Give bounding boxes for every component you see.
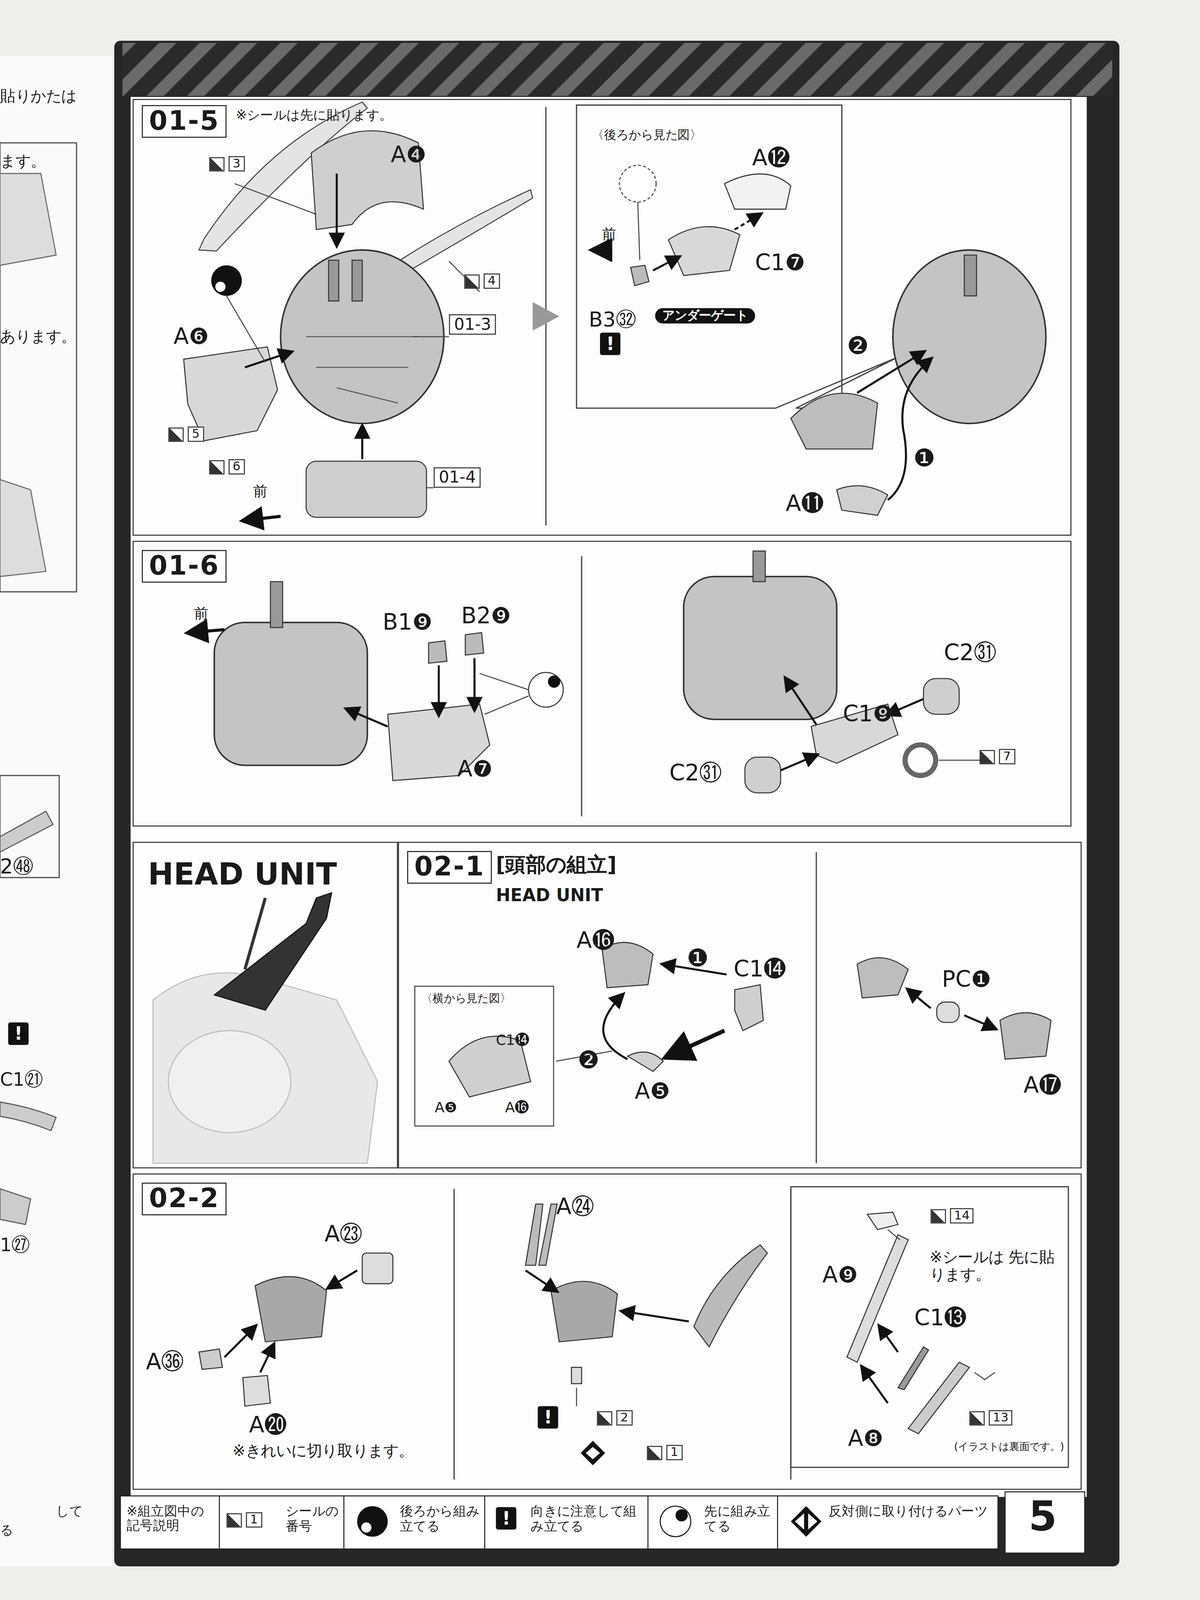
node-heading: 〈後ろから見た図〉 xyxy=(591,128,702,143)
part-label: C1⓮ xyxy=(733,957,787,982)
part-label: PC❶ xyxy=(941,967,991,993)
node-text: ※シールは先に貼ります。 xyxy=(235,108,393,124)
sticker-number: 5 xyxy=(187,426,204,443)
node-heading: HEAD UNIT xyxy=(148,857,337,893)
part-label: あります。 xyxy=(0,328,77,346)
part-label: 前 xyxy=(601,226,617,243)
part-label: 前 xyxy=(194,605,209,622)
part-label: ❷ xyxy=(846,332,869,360)
part-label: A⓱ xyxy=(1023,1073,1062,1099)
sticker-number: 1 xyxy=(666,1444,683,1461)
part-label: A⓴ xyxy=(248,1413,287,1438)
part-label: A⓰ xyxy=(576,928,615,954)
node-heading: 02-2 xyxy=(141,1182,227,1216)
node-text: [頭部の組立] xyxy=(496,853,617,877)
part-label: C1⓭ xyxy=(914,1305,967,1331)
node-heading: 01-5 xyxy=(141,105,227,138)
node-heading: 02-1 xyxy=(407,851,493,884)
part-label: して xyxy=(55,1503,83,1519)
node-text: HEAD UNIT xyxy=(496,885,604,906)
caution-icon: ! xyxy=(600,332,621,355)
part-label: C2㉛ xyxy=(669,761,722,786)
legend-text: 反対側に取り付けるパーツ xyxy=(828,1503,992,1520)
part-label: A❺ xyxy=(434,1100,458,1116)
legend-text: 先に組み立てる xyxy=(703,1503,776,1535)
legend-text: 後ろから組み立てる xyxy=(400,1503,482,1535)
sticker-number: 13 xyxy=(988,1410,1013,1426)
step-panel: 01-6 xyxy=(132,540,1072,827)
part-label: ※組立図中の 記号説明 xyxy=(126,1503,215,1534)
node-heading: 01-6 xyxy=(141,550,227,583)
caution-icon: ! xyxy=(537,1405,559,1429)
part-label: A㉔ xyxy=(555,1194,594,1220)
sticker-number: 14 xyxy=(950,1208,974,1224)
part-label: A⓰ xyxy=(505,1100,530,1116)
sticker-number: 4 xyxy=(483,273,500,289)
part-label: C1❾ xyxy=(842,701,893,727)
part-label: C1⓮ xyxy=(496,1032,530,1049)
part-label: A㊱ xyxy=(146,1350,184,1375)
part-label: (イラストは裏面です。) xyxy=(953,1440,1064,1452)
part-label: A❾ xyxy=(822,1263,858,1288)
part-label: A⓫ xyxy=(785,491,824,517)
part-label: ます。 xyxy=(0,153,47,170)
part-label: C1㉑ xyxy=(0,1069,43,1090)
sticker-number: 1 xyxy=(246,1512,262,1528)
node-heading: ※シールは 先に貼ります。 xyxy=(929,1248,1063,1285)
part-label: B2❾ xyxy=(461,603,512,629)
page-number: 5 xyxy=(1028,1494,1058,1539)
part-label: A❼ xyxy=(457,757,493,782)
sticker-number: 6 xyxy=(228,459,245,475)
part-label: る xyxy=(0,1523,14,1539)
part-label: 前 xyxy=(253,483,268,500)
node-heading: 〈横から見た図〉 xyxy=(421,992,512,1006)
part-label: A❺ xyxy=(634,1079,670,1105)
part-label: ❶ xyxy=(913,444,935,472)
sticker-number: 2 xyxy=(616,1410,633,1426)
part-label: ※きれいに切り取ります。 xyxy=(232,1442,414,1460)
part-label: ❶ xyxy=(686,944,709,972)
part-label: 貼りかたは xyxy=(0,87,77,105)
part-label: 1㉗ xyxy=(0,1234,31,1255)
part-label: ❷ xyxy=(577,1046,600,1074)
part-label: A❻ xyxy=(173,324,209,350)
caution-icon: ! xyxy=(496,1507,517,1530)
part-label: A㉓ xyxy=(324,1222,363,1248)
sticker-number: 3 xyxy=(228,155,245,172)
step-reference: 01-4 xyxy=(433,467,481,488)
legend-text: シールの番号 xyxy=(285,1503,339,1535)
part-label: A⓬ xyxy=(751,146,790,171)
legend-text: 向きに注意して組み立てる xyxy=(530,1503,643,1535)
caution-icon: ! xyxy=(8,1022,29,1045)
step-panel: 02-1[頭部の組立] HEAD UNIT 〈横から見た図〉 xyxy=(398,841,1082,1169)
part-label: A❽ xyxy=(848,1426,884,1452)
sticker-number: 7 xyxy=(998,748,1015,765)
part-label: 2㊽ xyxy=(0,855,34,878)
part-label: B3㉜ xyxy=(588,308,637,331)
part-label: C1❼ xyxy=(755,251,806,276)
step-reference: 01-3 xyxy=(448,314,497,335)
section-panel: HEAD UNIT xyxy=(132,841,399,1169)
part-label: A❹ xyxy=(390,142,427,168)
part-label: C2㉛ xyxy=(944,640,997,666)
part-label: B1❾ xyxy=(382,610,433,635)
gate-tag: アンダーゲート xyxy=(655,308,756,324)
